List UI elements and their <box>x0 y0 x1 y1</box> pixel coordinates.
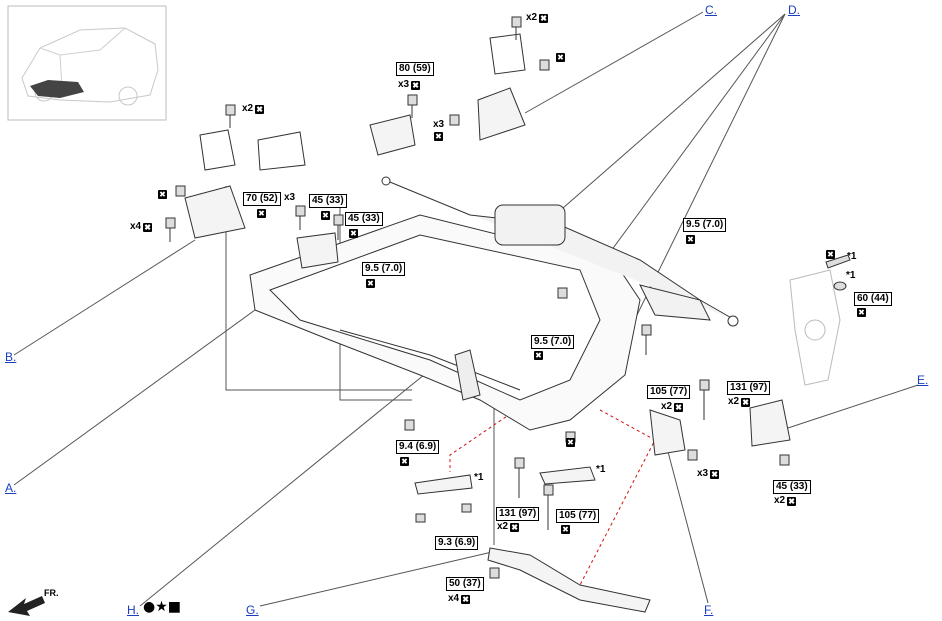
torque-45-33-b: 45 (33) <box>345 212 383 226</box>
replace-icon: ✖ <box>534 351 543 360</box>
callout-b[interactable]: B. <box>5 350 17 364</box>
front-direction-label: FR. <box>44 588 59 598</box>
torque-105-77-b: 105 (77) <box>556 509 600 523</box>
qty-x2-131b: x2✖ <box>497 521 520 532</box>
torque-105-77-a: 105 (77) <box>647 385 691 399</box>
replace-icon: ✖ <box>510 523 520 532</box>
replace-icon: ✖ <box>411 81 421 90</box>
replace-icon: ✖ <box>686 235 695 244</box>
torque-131-97-a: 131 (97) <box>727 381 771 395</box>
torque-131-97-b: 131 (97) <box>496 507 540 521</box>
torque-9-4: 9.4 (6.9) <box>396 440 440 454</box>
qty-x2-left: x2✖ <box>242 103 265 114</box>
replace-icon: ✖ <box>321 211 330 220</box>
replace-icon: ✖ <box>826 250 835 259</box>
note-star-1: *1 <box>474 472 484 483</box>
h-legend-symbols: ●★■ <box>143 599 181 615</box>
callout-f[interactable]: F. <box>704 603 714 617</box>
replace-icon: ✖ <box>349 229 358 238</box>
replace-icon: ✖ <box>857 308 866 317</box>
torque-45-33-a: 45 (33) <box>309 194 347 208</box>
torque-45-33-c: 45 (33) <box>773 480 811 494</box>
callout-d[interactable]: D. <box>788 3 800 17</box>
qty-x4-50: x4✖ <box>448 593 471 604</box>
replace-icon: ✖ <box>539 14 549 23</box>
replace-icon: ✖ <box>566 438 575 447</box>
torque-9-5-c: 9.5 (7.0) <box>531 335 575 349</box>
replace-icon: ✖ <box>461 595 471 604</box>
replace-icon: ✖ <box>741 398 751 407</box>
replace-icon: ✖ <box>710 470 720 479</box>
replace-icon: ✖ <box>674 403 684 412</box>
note-star-1: *1 <box>596 464 606 475</box>
replace-icon: ✖ <box>257 209 266 218</box>
qty-x3-left: x3 <box>284 192 296 203</box>
front-subframe <box>249 214 641 431</box>
callout-a[interactable]: A. <box>5 481 17 495</box>
replace-icon: ✖ <box>556 53 565 62</box>
steering-gear <box>381 176 739 327</box>
engine-mounts <box>184 33 791 456</box>
callout-h[interactable]: H. <box>127 603 139 617</box>
dashed-reference-lines <box>449 409 656 586</box>
qty-x3-upper: x3✖ <box>398 79 421 90</box>
torque-9-3: 9.3 (6.9) <box>435 536 479 550</box>
replace-icon: ✖ <box>255 105 265 114</box>
steering-knuckle <box>789 269 841 386</box>
callout-e[interactable]: E. <box>917 373 929 387</box>
qty-x2-45: x2✖ <box>774 495 797 506</box>
torque-70-52: 70 (52) <box>243 192 281 206</box>
front-direction-arrow <box>8 596 45 616</box>
torque-80-59: 80 (59) <box>396 62 434 76</box>
vehicle-thumbnail <box>7 5 167 121</box>
qty-x2-top: x2✖ <box>526 12 549 23</box>
replace-icon: ✖ <box>366 279 375 288</box>
bolts <box>165 16 790 579</box>
replace-icon: ✖ <box>787 497 797 506</box>
replace-icon: ✖ <box>143 223 153 232</box>
note-star-1: *1 <box>846 270 856 281</box>
note-star-1: *1 <box>847 251 857 262</box>
qty-x2-105: x2✖ <box>661 401 684 412</box>
qty-x3-mid: x3 <box>433 119 445 130</box>
tie-rod-end <box>825 254 851 291</box>
torque-60-44: 60 (44) <box>854 292 892 306</box>
replace-icon: ✖ <box>434 132 443 141</box>
lower-brace <box>414 466 651 613</box>
torque-50-37: 50 (37) <box>446 577 484 591</box>
callout-g[interactable]: G. <box>246 603 259 617</box>
qty-x4-left: x4✖ <box>130 221 153 232</box>
callout-c[interactable]: C. <box>705 3 717 17</box>
torque-9-5-b: 9.5 (7.0) <box>683 218 727 232</box>
qty-x2-131: x2✖ <box>728 396 751 407</box>
replace-icon: ✖ <box>158 190 167 199</box>
replace-icon: ✖ <box>561 525 570 534</box>
replace-icon: ✖ <box>400 457 409 466</box>
qty-x3-knuckle: x3✖ <box>697 468 720 479</box>
torque-9-5-a: 9.5 (7.0) <box>362 262 406 276</box>
